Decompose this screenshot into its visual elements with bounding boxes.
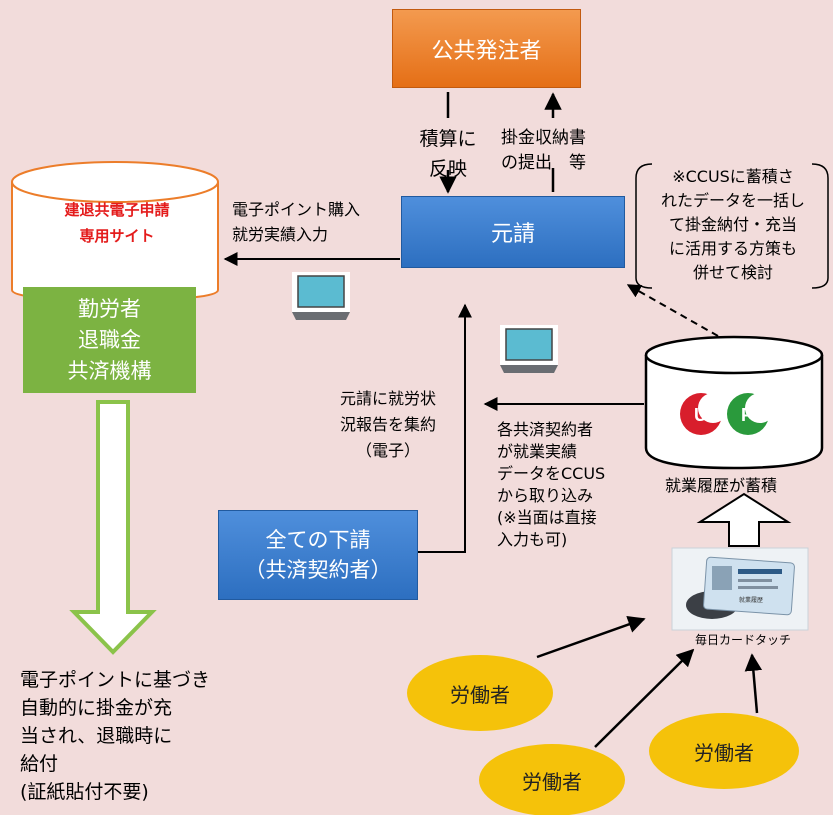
benefit-flow-arrow (69, 400, 157, 655)
label-consider-note: ※CCUSに蓄積さ れたデータを一括し て掛金納付・充当 に活用する方策も 併せ… (660, 167, 805, 282)
label-benefit-note: 電子ポイントに基づき 自動的に掛金が充 当され、退職時に 給付 (証紙貼付不要) (20, 669, 211, 803)
worker-ellipse-2 (479, 744, 625, 815)
worker-ellipse-3 (649, 713, 799, 789)
laptop-icon (292, 272, 350, 320)
logo-letter-p: P (741, 405, 753, 425)
logo-letter-u: U (694, 405, 707, 425)
ccus-database-icon: U P (644, 335, 824, 470)
worker-label-1: 労働者 (450, 682, 510, 707)
arrow-db-to-prime-dashed (626, 284, 719, 337)
site-cylinder (11, 161, 219, 302)
worker-ellipse-1 (407, 655, 553, 731)
subcontractors-box: 全ての下請 （共済契約者） (218, 510, 418, 600)
arrow-sub-to-prime (418, 303, 472, 553)
label-daily-card-touch: 毎日カードタッチ (695, 633, 792, 647)
arrow-worker1-to-card (536, 616, 646, 659)
e-application-site-label: 建退共電子申請 専用サイト (64, 201, 170, 245)
card-to-db-hollow-arrow (696, 492, 792, 547)
label-submit-documents: 掛金収納書 の提出 等 (501, 128, 586, 173)
laptop-icon-2 (500, 325, 558, 373)
worker-label-2: 労働者 (522, 769, 582, 794)
label-reflect-in-estimate: 積算に 反映 (419, 128, 477, 180)
label-purchase-points: 電子ポイント購入 就労実績入力 (232, 200, 361, 244)
label-collect-reports: 元請に就労状 況報告を集約 （電子） (339, 389, 436, 460)
label-import-data: 各共済契約者 が就業実績 データをCCUS から取り込み (※当面は直接 入力も… (497, 420, 606, 549)
card-reader-image: 就業履歴 (671, 547, 809, 631)
retirement-fund-box: 勤労者 退職金 共済機構 (23, 287, 196, 393)
note-bracket-left (635, 163, 653, 289)
public-orderer-box: 公共発注者 (392, 9, 581, 88)
label-history-accumulated: 就業履歴が蓄積 (665, 476, 778, 495)
worker-label-3: 労働者 (694, 740, 754, 765)
arrow-worker3-to-card (744, 653, 763, 714)
arrow-worker2-to-card (594, 648, 695, 748)
prime-contractor-box: 元請 (401, 196, 625, 268)
card-caption: 就業履歴 (739, 596, 763, 604)
note-bracket-right (811, 163, 829, 289)
